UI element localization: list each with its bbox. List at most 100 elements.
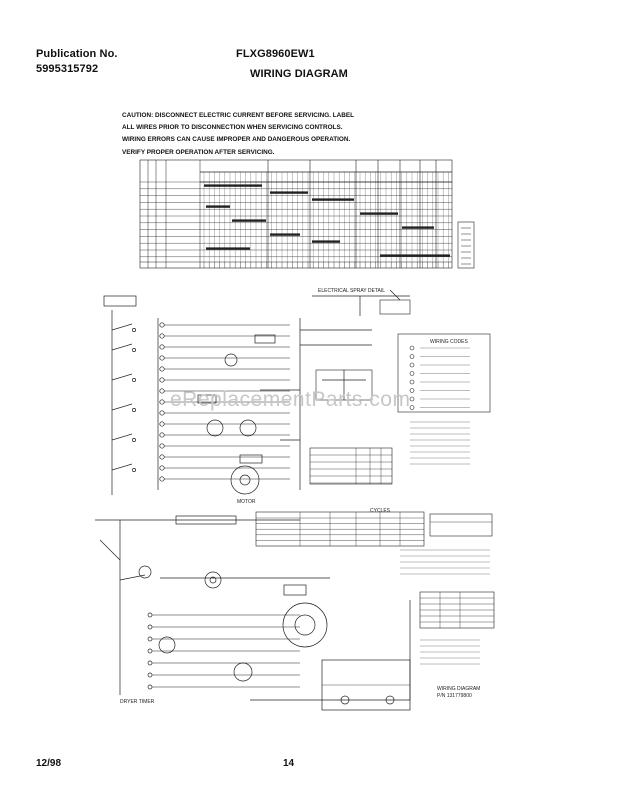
diagram-line	[389, 289, 401, 301]
dryer-schematic	[95, 515, 411, 711]
diagram-component	[159, 344, 165, 350]
diagram-component	[239, 474, 251, 486]
timer-bar	[270, 191, 308, 194]
diagram-box	[103, 295, 137, 307]
diagram-component	[132, 328, 136, 332]
timer-bar	[232, 219, 266, 222]
publication-label: Publication No.	[36, 48, 118, 60]
timer-sequence-chart	[139, 159, 475, 269]
cycles-label: CYCLES	[370, 508, 391, 514]
diagram-component	[159, 366, 165, 372]
diagram-line	[119, 574, 146, 581]
diagram-component	[206, 419, 224, 437]
timer-bar	[402, 226, 434, 229]
diagram-component	[147, 624, 153, 630]
diagram-component	[409, 371, 415, 376]
diagram-component	[159, 443, 165, 449]
diagram-component	[147, 612, 153, 618]
diagram-component	[159, 322, 165, 328]
diagram-component	[239, 419, 257, 437]
spray-detail-label: ELECTRICAL SPRAY DETAIL	[318, 288, 385, 294]
diagram-line	[111, 403, 133, 411]
diagram-component	[159, 355, 165, 361]
diagram-component	[132, 378, 136, 382]
watermark: eReplacementParts.com	[170, 388, 411, 411]
diagram-component	[147, 684, 153, 690]
diagram-line	[111, 463, 133, 471]
timer-bar	[312, 240, 340, 243]
diagram-component	[409, 388, 415, 393]
diagram-component	[409, 362, 415, 368]
diagram-box	[283, 584, 307, 596]
diagram-component	[159, 377, 165, 383]
caution-line: VERIFY PROPER OPERATION AFTER SERVICING.	[122, 148, 275, 156]
diagram-component	[409, 379, 415, 385]
diagram-line	[111, 323, 133, 331]
page-number: 14	[283, 758, 295, 769]
diagram-component	[230, 465, 260, 495]
washer-schematic	[103, 295, 372, 495]
diagram-box	[429, 513, 493, 537]
timer-bar	[380, 254, 450, 257]
diagram-box	[175, 515, 237, 525]
wiring-codes-label: WIRING CODES	[430, 339, 468, 345]
caution-line: WIRING ERRORS CAN CAUSE IMPROPER AND DAN…	[122, 136, 351, 144]
diagram-box	[309, 447, 393, 485]
page-title: WIRING DIAGRAM	[250, 68, 348, 80]
diagram-component	[209, 576, 217, 584]
caution-text: CAUTION: DISCONNECT ELECTRIC CURRENT BEF…	[122, 110, 392, 159]
diagram-box	[139, 159, 453, 269]
diagram-component	[409, 354, 415, 359]
dryer-timer-label: DRYER TIMER	[120, 699, 155, 705]
diagram-component	[409, 345, 415, 351]
diagram-component	[159, 388, 165, 394]
diagram-component	[147, 648, 153, 654]
diagram-component	[147, 636, 153, 642]
diagram-box	[254, 334, 276, 344]
diagram-box	[197, 394, 217, 404]
diagram-component	[409, 396, 415, 402]
timer-bar	[360, 212, 398, 215]
timer-bar	[204, 184, 262, 187]
diagram-component	[132, 408, 136, 412]
diagram-component	[159, 410, 165, 416]
diagram-component	[233, 662, 253, 682]
diagram-component	[282, 602, 328, 648]
diagram-component	[159, 476, 165, 482]
diagram-component	[132, 468, 136, 472]
diagram-box	[397, 333, 491, 413]
timer-bar	[206, 205, 230, 208]
diagram-line	[111, 343, 133, 351]
timer-bar	[270, 233, 300, 236]
diagram-line	[111, 433, 133, 441]
diagram-component	[159, 465, 165, 471]
diagram-box	[239, 454, 263, 464]
diagram-ref-1: WIRING DIAGRAM	[437, 686, 480, 692]
diagram-component	[159, 421, 165, 427]
diagram-component	[159, 399, 165, 405]
diagram-box	[379, 299, 411, 315]
diagram-component	[409, 405, 415, 410]
diagram-component	[158, 636, 176, 654]
motor-label: MOTOR	[237, 499, 256, 505]
diagram-component	[224, 353, 238, 367]
diagram-component	[159, 454, 165, 460]
diagram-line	[99, 539, 121, 561]
legend-and-tables	[255, 289, 495, 665]
caution-line: CAUTION: DISCONNECT ELECTRIC CURRENT BEF…	[122, 112, 355, 119]
diagram-component	[159, 432, 165, 438]
publication-number: 5995315792	[36, 63, 99, 75]
diagram-component	[147, 672, 153, 678]
caution-line: ALL WIRES PRIOR TO DISCONNECTION WHEN SE…	[122, 124, 343, 132]
timer-bar	[312, 198, 354, 201]
diagram-component	[132, 438, 136, 442]
diagram-component	[159, 333, 165, 339]
diagram-component	[138, 565, 152, 579]
timer-bar	[206, 247, 250, 250]
diagram-line	[111, 373, 133, 381]
diagram-component	[147, 660, 153, 666]
diagram-component	[204, 571, 222, 589]
footer-date: 12/98	[36, 758, 62, 769]
model-number: FLXG8960EW1	[236, 48, 315, 60]
